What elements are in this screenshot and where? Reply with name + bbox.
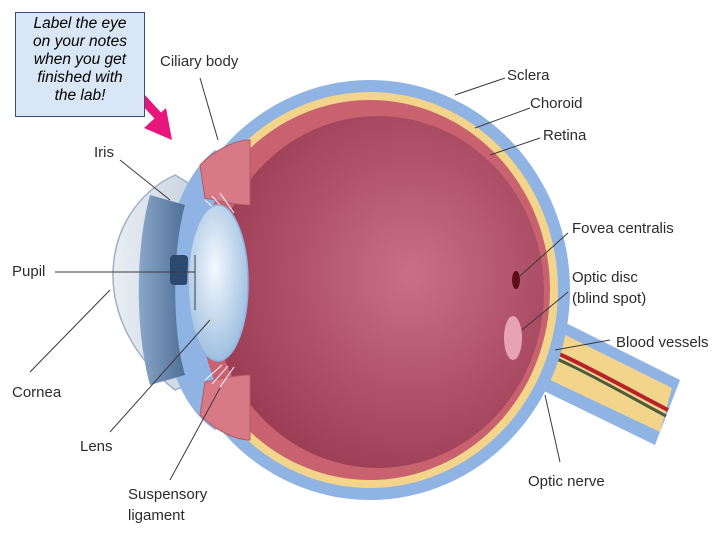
label-choroid: Choroid: [530, 95, 583, 112]
vitreous-body: [212, 116, 544, 468]
label-cornea: Cornea: [12, 384, 62, 401]
label-blind-spot: (blind spot): [572, 290, 646, 307]
label-ligament: ligament: [128, 507, 186, 524]
note-line-5: the lab!: [54, 87, 106, 104]
lens-shape: [187, 204, 249, 362]
optic-disc-shape: [504, 316, 522, 360]
label-suspensory: Suspensory: [128, 486, 208, 503]
label-optic-nerve: Optic nerve: [528, 473, 605, 490]
label-ciliary-body: Ciliary body: [160, 53, 239, 70]
label-lens: Lens: [80, 438, 113, 455]
label-fovea-centralis: Fovea centralis: [572, 220, 674, 237]
note-line-2: on your notes: [33, 33, 127, 50]
label-sclera: Sclera: [507, 67, 550, 84]
fovea-mark: [512, 271, 520, 289]
label-blood-vessels: Blood vessels: [616, 334, 709, 351]
leader-lines: [29, 77, 611, 481]
note-line-4: finished with: [37, 69, 123, 86]
label-retina: Retina: [543, 127, 587, 144]
ciliary-body-bottom: [199, 374, 251, 441]
note-line-1: Label the eye: [33, 15, 127, 32]
pupil-shape: [170, 255, 188, 285]
iris-shape: [138, 195, 185, 385]
label-iris: Iris: [94, 144, 114, 161]
label-pupil: Pupil: [12, 263, 45, 280]
instruction-note: Label the eye on your notes when you get…: [15, 12, 145, 117]
anterior-sclera: [162, 150, 240, 430]
label-optic-disc: Optic disc: [572, 269, 638, 286]
ciliary-body-top: [199, 139, 251, 206]
note-line-3: when you get: [33, 51, 127, 68]
